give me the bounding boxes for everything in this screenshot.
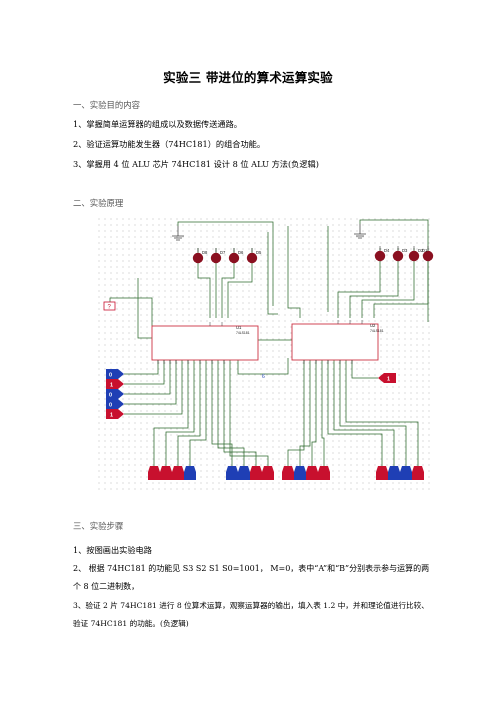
svg-text:0: 0 [109, 373, 112, 379]
step-2: 2、 根据 74HC181 的功能见 S3 S2 S1 S0=1001， M=0… [73, 564, 430, 591]
circuit-diagram: D8 D7 D6 D5 D4 D3 [98, 218, 434, 494]
svg-text:U1: U1 [236, 325, 242, 330]
svg-text:0: 0 [109, 403, 112, 409]
section3-heading: 三、实验步骤 [73, 521, 124, 531]
svg-text:D8: D8 [202, 250, 208, 255]
net-label: 6 [262, 374, 265, 380]
input-source-4: 0 [106, 399, 124, 409]
led-d8: D8 [192, 248, 208, 264]
led-d7: D7 [210, 248, 226, 264]
svg-text:74LS181: 74LS181 [370, 329, 384, 333]
led-d4: D4 [374, 246, 390, 262]
svg-text:D3: D3 [402, 248, 408, 253]
svg-text:74LS181: 74LS181 [236, 331, 250, 335]
led-d5: D5 [246, 248, 262, 264]
input-source-1: 0 [106, 369, 124, 379]
step-1: 1、按图画出实验电路 [73, 545, 152, 555]
svg-text:1: 1 [387, 377, 390, 383]
svg-text:D6: D6 [238, 250, 244, 255]
led-d3: D3 [392, 246, 408, 262]
mode-inputs: 0 1 0 0 1 [106, 369, 124, 419]
led-group-right: D4 D3 D2 D1 [374, 246, 434, 262]
objective-item-2: 2、验证运算功能发生器（74HC181）的组合功能。 [73, 139, 266, 149]
page-title: 实验三 带进位的算术运算实验 [163, 70, 333, 85]
switch-b-group-right [376, 466, 424, 480]
wire-network [109, 219, 429, 466]
operand-switches [148, 466, 424, 480]
alu-chip-u2: U2 74LS181 [291, 320, 384, 364]
led-d2: D2 [408, 246, 424, 262]
logic-probe: ? [103, 301, 116, 311]
section1-heading: 一、实验目的内容 [73, 100, 140, 110]
svg-text:D5: D5 [256, 250, 262, 255]
objective-item-3: 3、掌握用 4 位 ALU 芯片 74HC181 设计 8 位 ALU 方法(负… [73, 159, 319, 169]
svg-text:0: 0 [109, 393, 112, 399]
carry-input: 1 [378, 373, 396, 383]
input-source-3: 0 [106, 389, 124, 399]
ground-symbol-right [354, 224, 366, 239]
step-3: 3、验证 2 片 74HC181 进行 8 位算术运算，观察运算器的输出，填入表… [73, 601, 429, 628]
svg-text:D1: D1 [422, 248, 428, 253]
svg-text:D4: D4 [384, 248, 390, 253]
objective-item-1: 1、掌握简单运算器的组成以及数据传送通路。 [73, 119, 242, 129]
svg-text:U2: U2 [370, 323, 376, 328]
ground-symbol-left [172, 226, 184, 241]
led-group-left: D8 D7 D6 D5 [192, 248, 262, 264]
switch-b-group-left [226, 466, 274, 480]
svg-text:D2: D2 [418, 248, 424, 253]
switch-a-group-left [148, 466, 196, 480]
input-source-2: 1 [106, 379, 124, 389]
led-d1: D1 [422, 246, 434, 262]
led-d6: D6 [228, 248, 244, 264]
section2-heading: 二、实验原理 [73, 198, 124, 208]
input-source-5: 1 [106, 409, 124, 419]
svg-text:D7: D7 [220, 250, 226, 255]
svg-text:1: 1 [110, 413, 113, 419]
svg-text:1: 1 [110, 383, 113, 389]
switch-a-group-right [282, 466, 330, 480]
svg-text:?: ? [108, 305, 112, 311]
alu-chip-u1: U1 74LS181 [151, 322, 259, 364]
